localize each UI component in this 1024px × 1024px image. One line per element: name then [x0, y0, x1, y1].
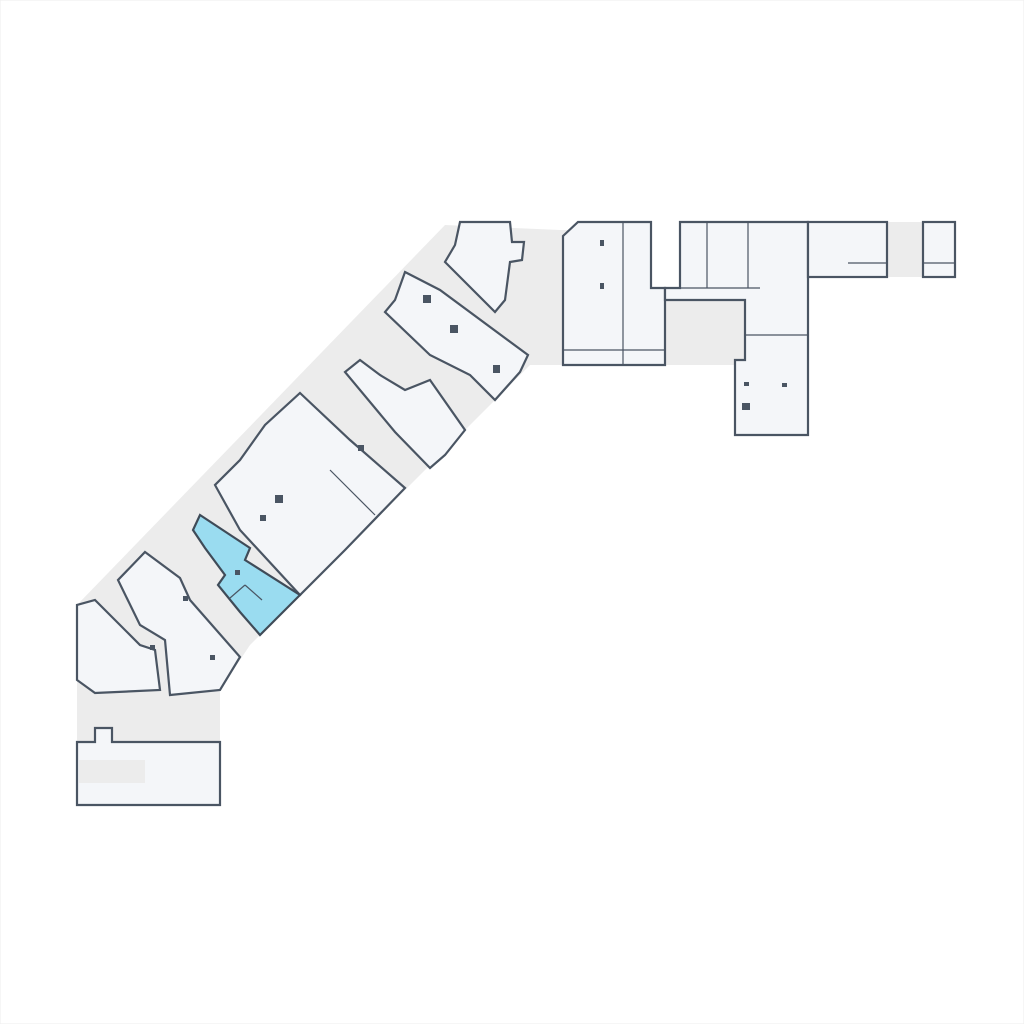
interior-walls — [229, 222, 955, 601]
corridor-top-right — [887, 222, 923, 277]
corridor-courtyard — [665, 300, 745, 365]
unit-diag-1[interactable] — [443, 220, 526, 314]
unit-diag-3[interactable] — [343, 358, 467, 470]
unit-diag-5[interactable] — [116, 550, 242, 697]
unit-top-b[interactable] — [663, 220, 810, 437]
pillars — [150, 240, 787, 660]
corridor-bottom-inner — [79, 760, 145, 783]
unit-top-a[interactable] — [561, 220, 667, 367]
unit-diag-6[interactable] — [75, 598, 162, 695]
unit-bottom[interactable] — [75, 726, 222, 807]
unit-selected[interactable] — [191, 513, 302, 637]
units — [75, 220, 957, 807]
unit-top-c[interactable] — [806, 220, 889, 279]
unit-top-d[interactable] — [921, 220, 957, 279]
unit-diag-2[interactable] — [383, 270, 530, 402]
unit-diag-4[interactable] — [213, 391, 407, 597]
